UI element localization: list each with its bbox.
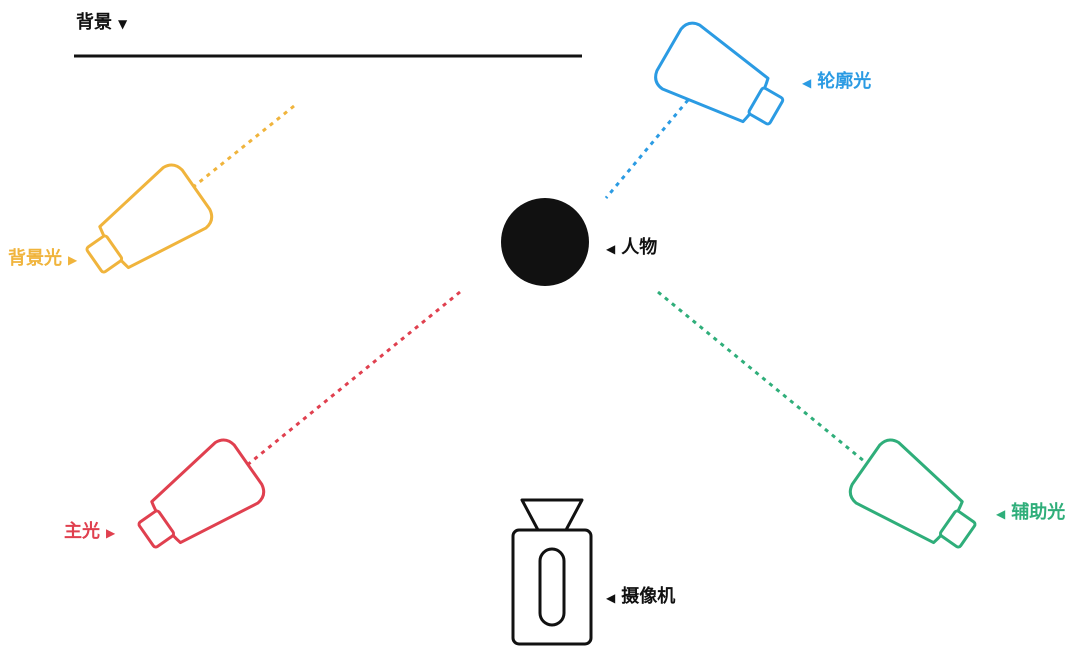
key-light-label: 主光▶ — [64, 521, 116, 542]
fill-light-icon — [848, 438, 977, 549]
left-arrow-icon: ◀ — [606, 591, 616, 605]
subject-label: ◀人物 — [606, 237, 658, 258]
background-light-beam — [191, 104, 295, 190]
camera-icon — [511, 498, 593, 646]
background-light-icon — [85, 163, 214, 274]
down-arrow-icon: ▼ — [118, 17, 128, 31]
rim-light-beam — [604, 99, 690, 199]
fill-light-beam — [657, 290, 871, 468]
left-arrow-icon: ◀ — [802, 76, 812, 90]
right-arrow-icon: ▶ — [106, 526, 116, 540]
rim-light-icon — [654, 21, 785, 126]
subject-circle — [501, 198, 589, 286]
background-label: 背景▼ — [76, 12, 128, 33]
left-arrow-icon: ◀ — [996, 507, 1006, 521]
left-arrow-icon: ◀ — [606, 242, 616, 256]
key-light-icon — [137, 438, 266, 549]
right-arrow-icon: ▶ — [68, 253, 78, 267]
camera-label: ◀摄像机 — [606, 586, 676, 607]
key-light-beam — [245, 290, 461, 468]
rim-light-label: ◀轮廓光 — [802, 71, 872, 92]
fill-light-label: ◀辅助光 — [996, 502, 1066, 523]
background-light-label: 背景光▶ — [8, 248, 78, 269]
